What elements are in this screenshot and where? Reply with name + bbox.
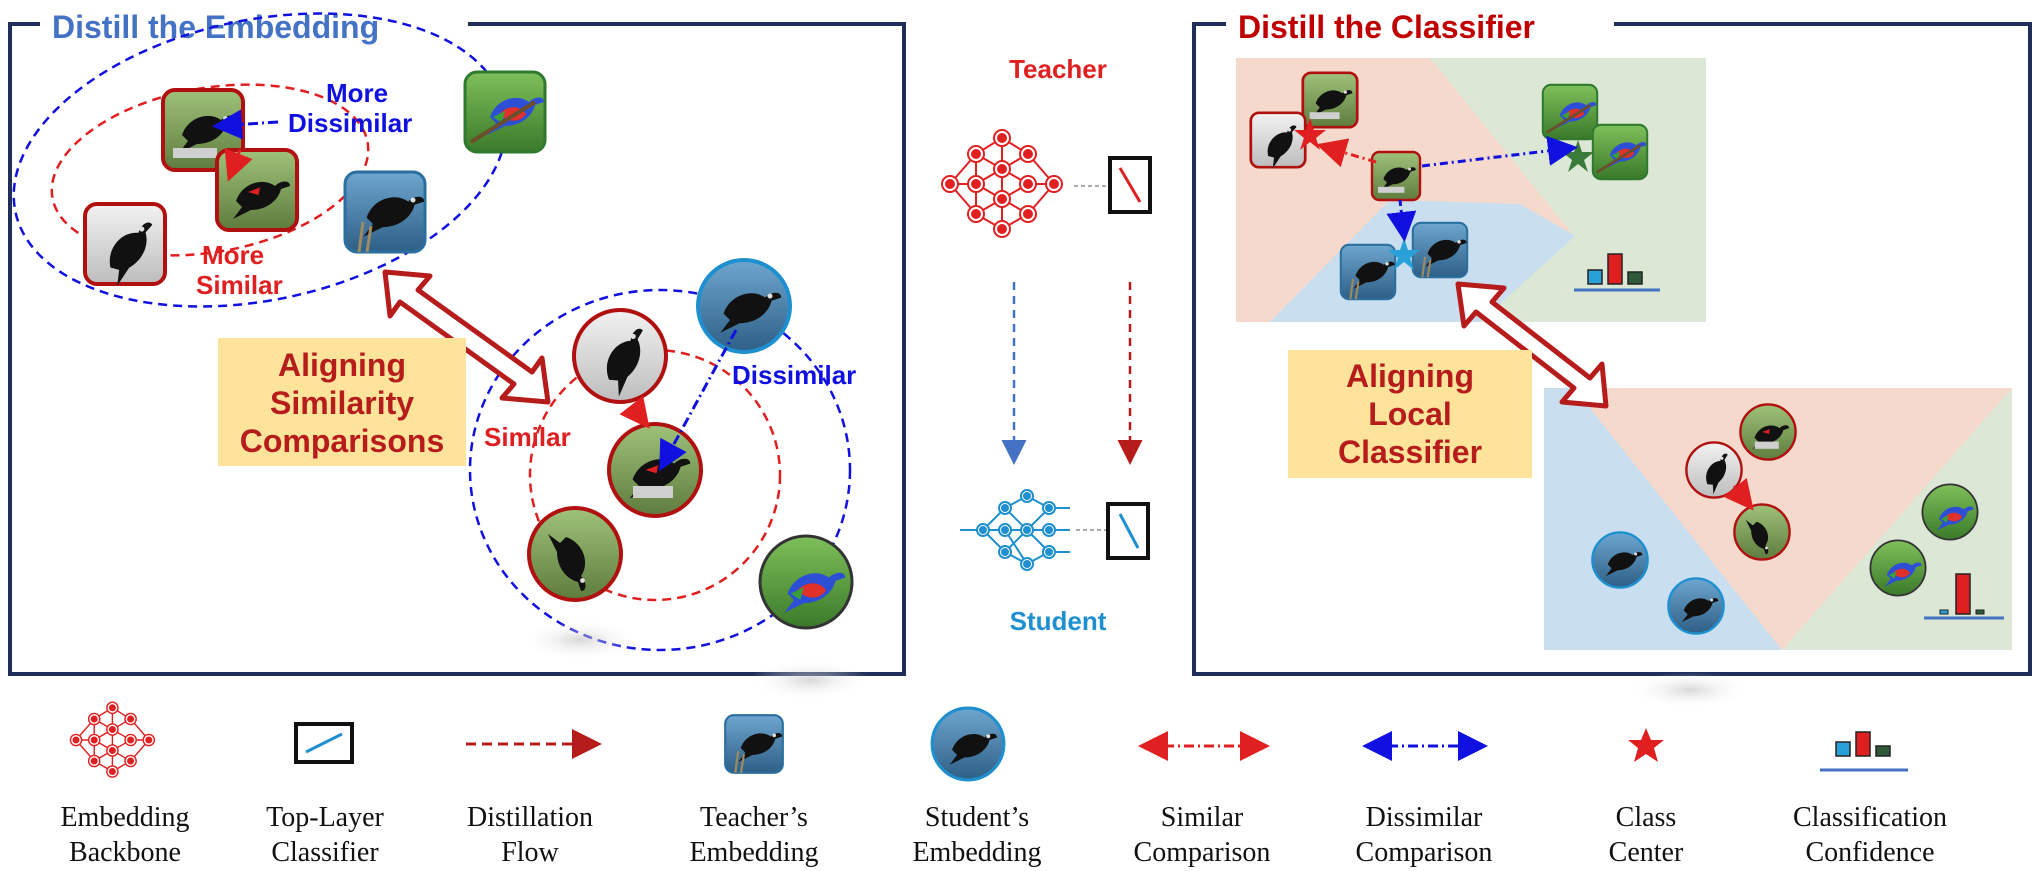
legend-label: Classifier: [271, 837, 379, 868]
dissimilar-comparison-arrow: [1421, 135, 1578, 168]
teacher-label: Teacher: [1009, 54, 1107, 84]
dissimilar-comparison-arrow: [659, 329, 738, 472]
student-embedding-circle: [1686, 442, 1741, 497]
legend-label: Confidence: [1805, 837, 1934, 868]
callout-line: Aligning: [1346, 358, 1474, 394]
student-embedding-circle: [1922, 484, 1977, 539]
student-embedding-circle: [1734, 504, 1789, 559]
embedding-panel: Distill the Embedding More Dissimilar Mo…: [8, 6, 906, 700]
class-center-star: [1294, 118, 1326, 150]
dissimilar-label: Dissimilar: [732, 360, 856, 390]
similar-comparison-arrow: [1723, 477, 1754, 511]
more-similar-label: Similar: [196, 270, 283, 300]
teacher-embedding-tile: [1372, 152, 1420, 200]
student-embedding-circle: [574, 310, 666, 402]
student-embedding-circle: [760, 536, 852, 628]
legend-label: Top-Layer: [266, 802, 384, 833]
similar-label: Similar: [484, 422, 571, 452]
class-center-star: [1388, 238, 1420, 270]
legend-label: Class: [1616, 802, 1677, 833]
legend-label: Classification: [1793, 802, 1947, 833]
teacher-backbone-icon: [941, 129, 1063, 238]
student-embedding-circle: [609, 424, 701, 516]
teacher-embedding-tile: [465, 72, 545, 152]
legend-label: Comparison: [1134, 837, 1271, 868]
student-embedding-circle: [1668, 578, 1723, 633]
legend-label: Comparison: [1356, 837, 1493, 868]
student-embedding-circle: [1740, 404, 1795, 459]
inner-similar-ellipse: [50, 83, 370, 257]
similarity-callout: [218, 338, 466, 466]
student-embedding-circle: [1592, 532, 1647, 587]
teacher-confidence-chart: [1574, 253, 1660, 292]
circle-bird-icon: [932, 708, 1004, 780]
alignment-double-arrow: [1455, 281, 1609, 409]
teacher-embedding-tile: [1251, 113, 1309, 169]
classifier-panel-title: Distill the Classifier: [1238, 9, 1535, 45]
student-backbone-icon: [960, 489, 1070, 571]
legend-label: Embedding: [60, 802, 189, 833]
legend-label: Teacher’s: [700, 802, 808, 833]
teacher-embedding-tile: [1341, 245, 1395, 299]
legend-label: Dissimilar: [1366, 802, 1483, 833]
more-dissimilar-label: More: [326, 78, 388, 108]
student-embedding-circle: [1870, 540, 1925, 595]
student-embedding-circle: [529, 508, 621, 600]
alignment-double-arrow: [382, 269, 551, 405]
legend-label: Center: [1609, 837, 1684, 868]
teacher-embedding-tile: [217, 150, 297, 230]
more-dissimilar-label: Dissimilar: [288, 108, 412, 138]
teacher-student-column: Teacher Student: [941, 54, 1152, 636]
legend-label: Embedding: [912, 837, 1041, 868]
rounded-square-bird-icon: [725, 715, 783, 773]
student-embedding-circle: [698, 260, 790, 352]
legend-label: Similar: [1161, 802, 1244, 833]
callout-line: Local: [1368, 396, 1452, 432]
callout-line: Classifier: [1338, 434, 1482, 470]
similar-comparison-arrow: [224, 148, 253, 182]
teacher-embedding-tile: [345, 172, 425, 252]
dissimilar-comparison-arrow: [1386, 199, 1417, 242]
classifier-icon: [294, 722, 354, 764]
network-icon: [69, 701, 156, 778]
legend-label: Distillation: [467, 802, 593, 833]
student-confidence-chart: [1924, 573, 2004, 620]
legend-label: Student’s: [925, 802, 1029, 833]
bar-chart-icon: [1820, 731, 1908, 772]
teacher-embedding-tile: [1303, 73, 1357, 127]
callout-line: Aligning: [278, 347, 406, 383]
legend: Embedding Backbone Top-Layer Classifier …: [60, 701, 1947, 868]
legend-label: Backbone: [69, 837, 181, 868]
similar-comparison-arrow: [619, 395, 650, 429]
student-outer-ring: [468, 288, 852, 652]
teacher-embedding-tile: [1413, 223, 1467, 277]
class-center-star: [1562, 140, 1594, 172]
star-icon: [1628, 728, 1664, 762]
legend-label: Embedding: [689, 837, 818, 868]
callout-line: Comparisons: [240, 423, 444, 459]
teacher-embedding-tile: [85, 204, 170, 286]
student-label: Student: [1010, 606, 1107, 636]
teacher-classifier-icon: [1108, 156, 1152, 214]
callout-line: Similarity: [270, 385, 414, 421]
teacher-embedding-tile: [1593, 125, 1647, 179]
classifier-panel: Distill the Classifier: [1192, 6, 2032, 708]
legend-label: Flow: [501, 837, 559, 868]
more-similar-label: More: [202, 240, 264, 270]
classifier-callout: [1288, 350, 1532, 478]
teacher-embedding-tile: [1543, 85, 1597, 139]
